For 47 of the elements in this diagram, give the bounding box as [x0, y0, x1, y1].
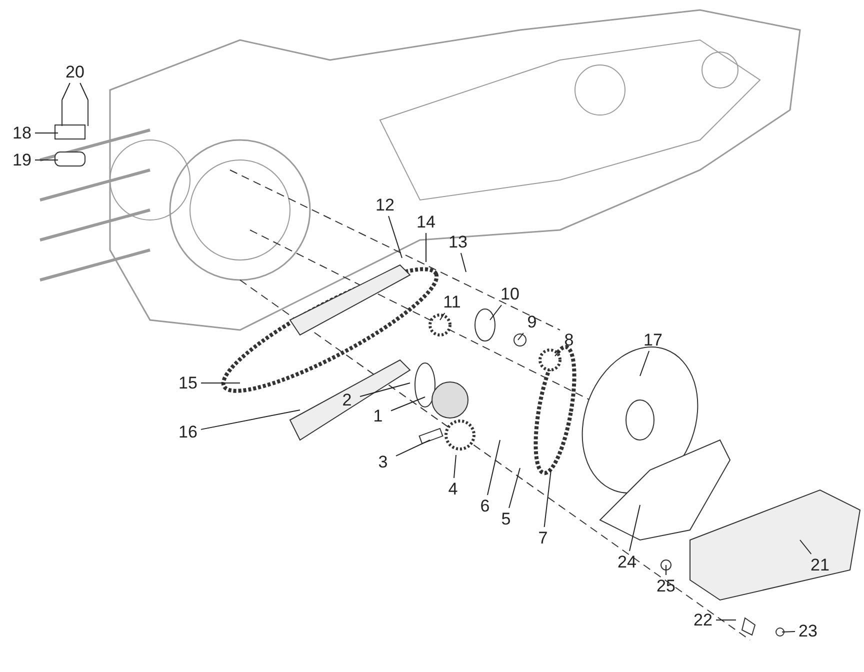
- callout-number: 5: [501, 510, 511, 528]
- callout-number: 9: [527, 314, 537, 330]
- leader-line: [34, 132, 58, 134]
- leader-line: [62, 82, 70, 100]
- leader-line: [388, 216, 402, 258]
- leader-line: [360, 382, 410, 397]
- callout-number: 18: [12, 124, 32, 142]
- leader-line: [782, 631, 796, 632]
- leader-line: [440, 312, 446, 320]
- callout-number: 21: [810, 556, 830, 574]
- callout-number: 19: [12, 152, 32, 168]
- leader-line: [554, 350, 560, 356]
- callout-number: 23: [798, 622, 818, 640]
- leader-line: [80, 82, 88, 100]
- leader-line: [518, 332, 524, 340]
- leader-line: [487, 440, 500, 496]
- callout-number: 6: [480, 498, 490, 514]
- callout-number: 24: [618, 554, 636, 570]
- callout-number: 14: [416, 214, 436, 230]
- callout-number: 11: [443, 294, 461, 310]
- leader-line: [629, 504, 640, 552]
- leader-line: [460, 252, 466, 272]
- leader-line: [640, 350, 650, 376]
- callout-number: 12: [376, 196, 394, 214]
- callout-number: 15: [178, 374, 198, 392]
- leader-line: [200, 382, 240, 384]
- callout-number: 7: [538, 530, 548, 546]
- callout-number: 25: [656, 578, 676, 594]
- leader-line: [490, 304, 502, 320]
- callout-number: 1: [373, 408, 383, 424]
- leader-line: [390, 396, 426, 412]
- callout-number: 3: [378, 454, 388, 470]
- callout-number: 13: [448, 234, 468, 250]
- leader-line: [453, 454, 456, 478]
- callout-number: 4: [448, 480, 458, 498]
- callout-number: 10: [500, 286, 520, 302]
- callout-number: 17: [644, 332, 662, 348]
- callout-number: 16: [178, 424, 198, 440]
- leader-line: [800, 540, 812, 554]
- callout-number: 22: [694, 612, 712, 628]
- callout-number: 20: [66, 64, 84, 80]
- callout-number: 8: [564, 332, 574, 348]
- leader-line: [508, 468, 520, 508]
- leader-line: [200, 410, 300, 430]
- leader-line: [544, 470, 552, 528]
- leader-line: [396, 440, 430, 456]
- callout-number: 2: [342, 392, 352, 408]
